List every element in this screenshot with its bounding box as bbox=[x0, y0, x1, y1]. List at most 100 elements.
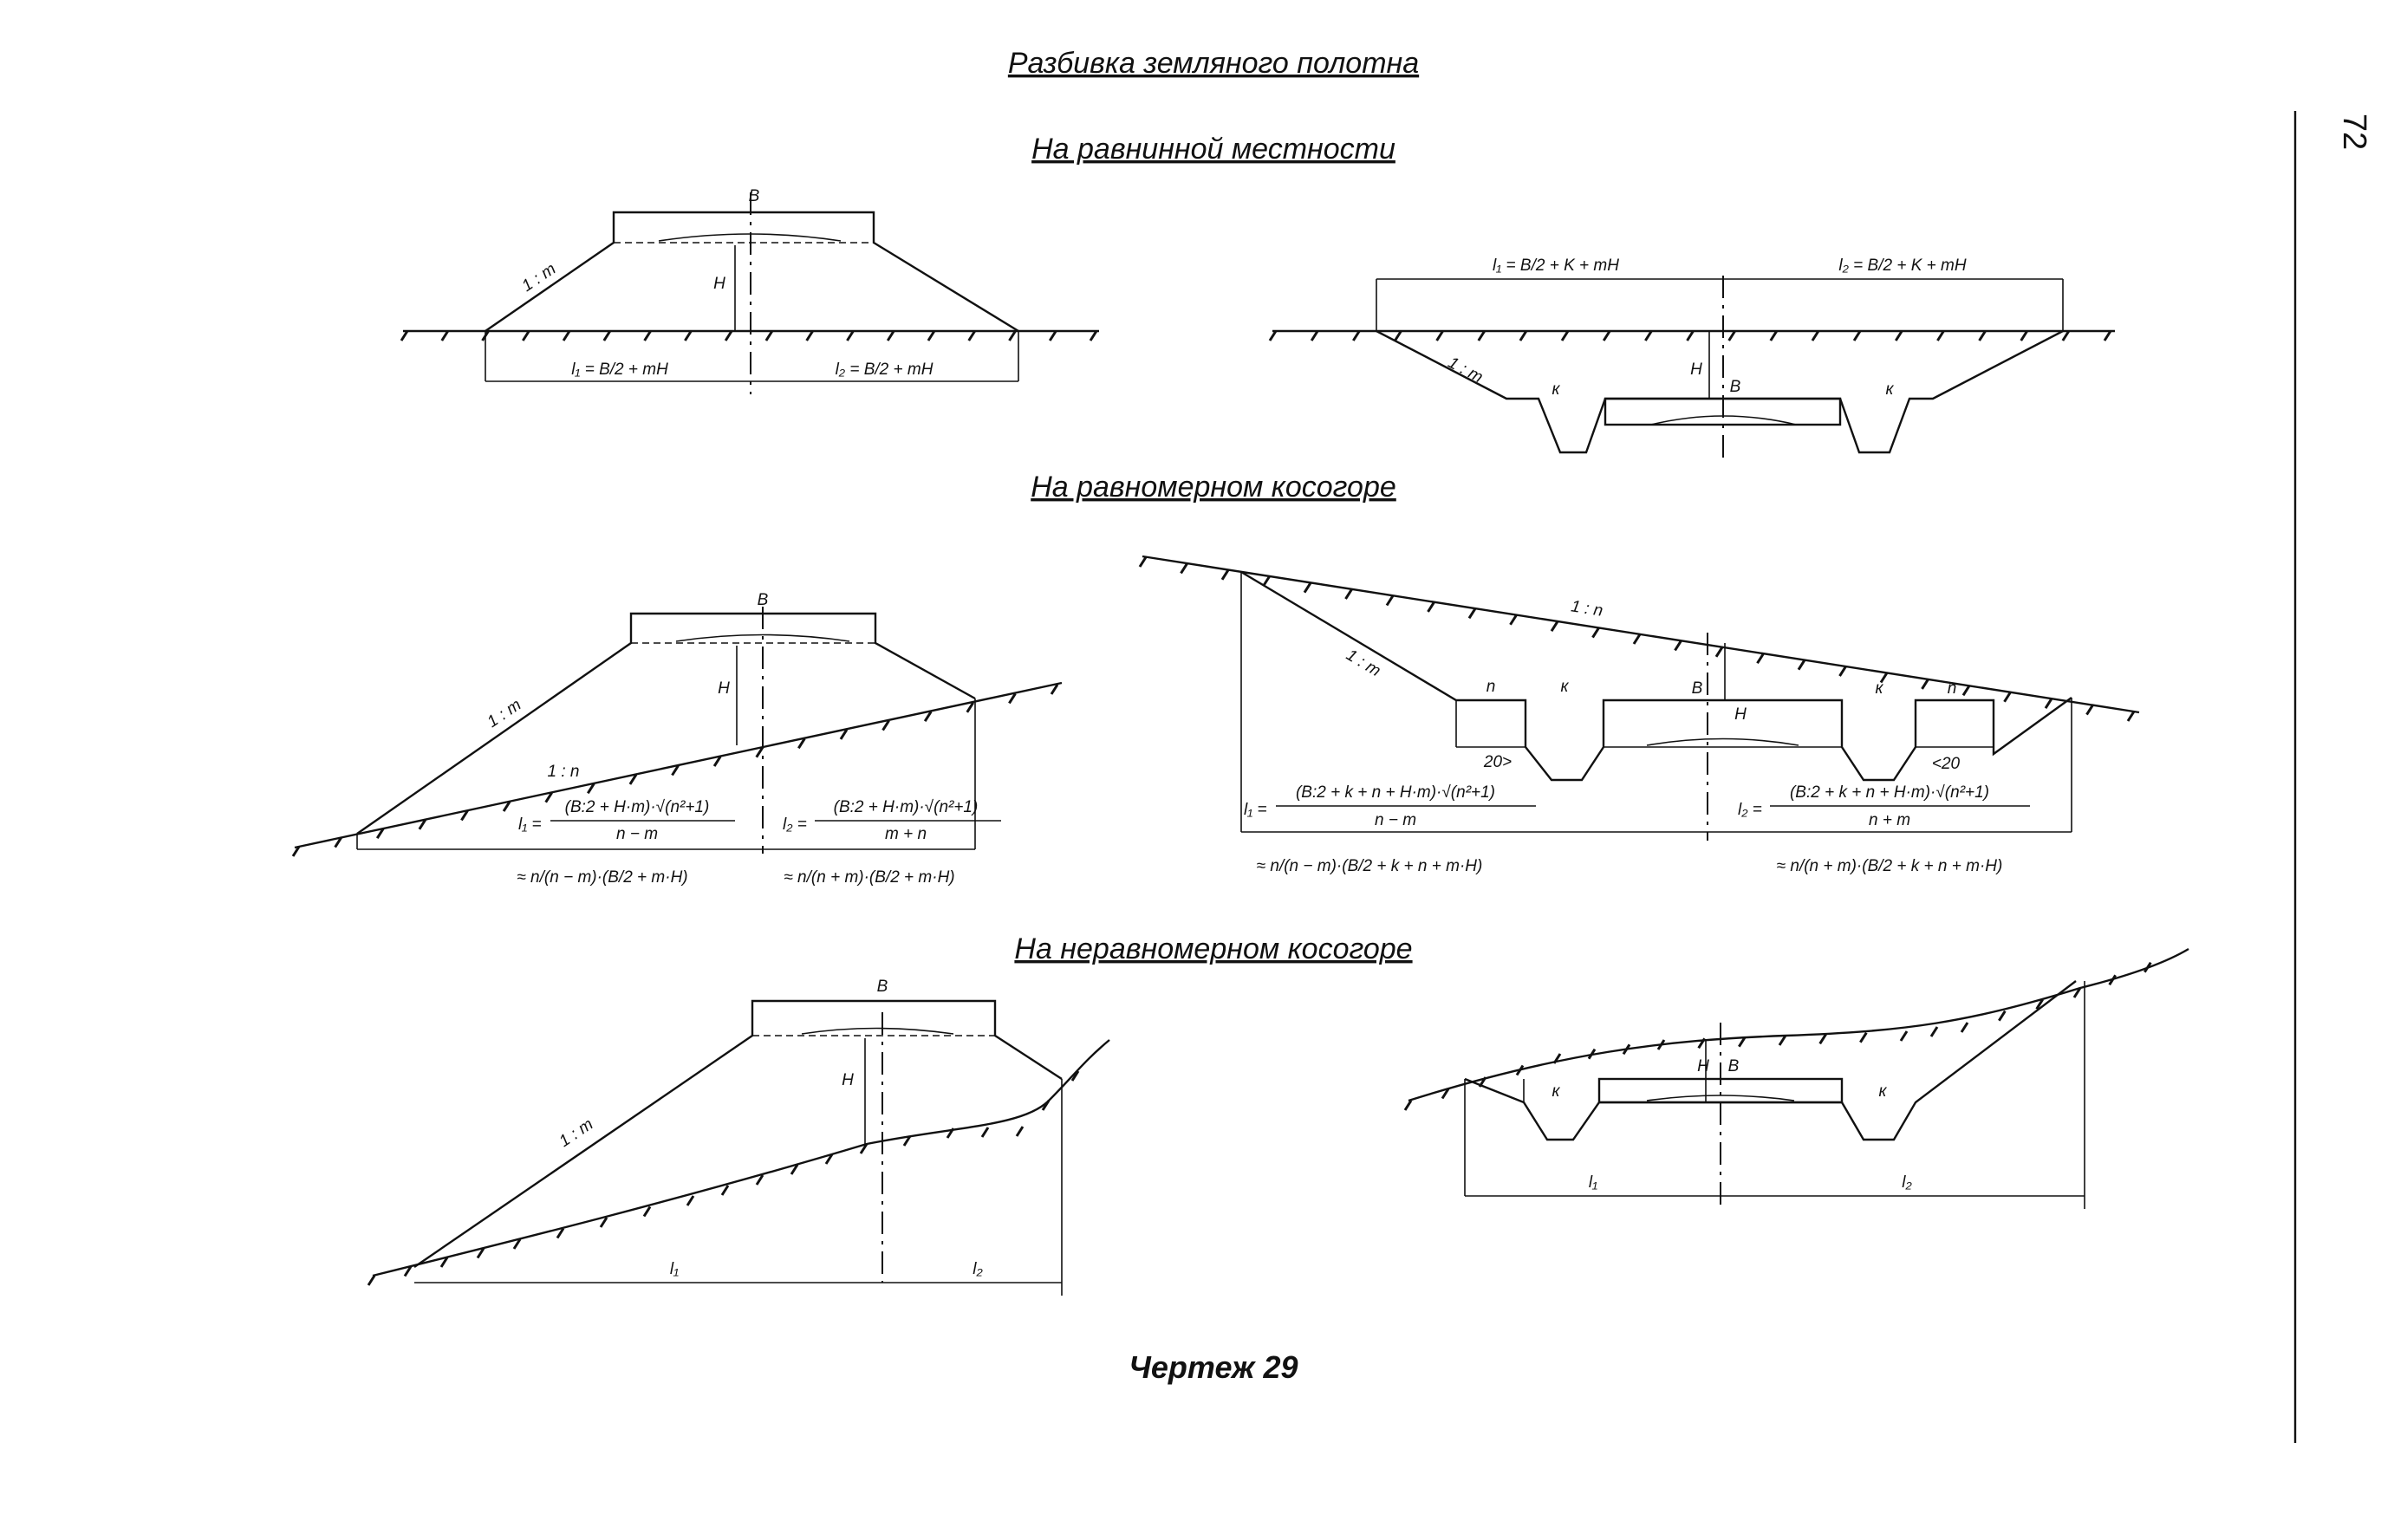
ground-line bbox=[372, 1039, 1110, 1277]
hatch-tick bbox=[1385, 595, 1395, 607]
hatch-tick bbox=[1769, 330, 1779, 341]
ground-line bbox=[1142, 555, 2140, 714]
label-l2: l₂ bbox=[1902, 1173, 1912, 1192]
ground-line bbox=[1408, 947, 2189, 1102]
diagram-slope-embankment: B H 1 : m 1 : n l₁ = (B:2 + H·m)·√(n²+1)… bbox=[291, 591, 1063, 887]
hatch-tick bbox=[375, 828, 385, 840]
hatch-tick bbox=[418, 819, 427, 830]
hatch-tick bbox=[1714, 647, 1724, 658]
label-B: B bbox=[1728, 1057, 1740, 1075]
hatch-tick bbox=[1686, 330, 1695, 341]
hatch-tick bbox=[1656, 1039, 1666, 1050]
label-H: H bbox=[713, 275, 725, 293]
hatch-tick bbox=[1738, 1036, 1747, 1048]
hatch-tick bbox=[2044, 698, 2053, 709]
label-k-left: к bbox=[1552, 380, 1561, 399]
ground-hatching bbox=[400, 330, 1098, 341]
hatch-tick bbox=[587, 783, 595, 795]
section-title-nonuniform-slope: На неравномерном косогоре bbox=[1014, 932, 1412, 965]
hatch-tick bbox=[512, 1238, 522, 1250]
label-l1: l₁ bbox=[670, 1260, 679, 1278]
hatch-tick bbox=[797, 738, 806, 750]
hatch-tick bbox=[2072, 987, 2082, 998]
hatch-tick bbox=[1352, 330, 1361, 341]
section-title-flat: На равнинной местности bbox=[1031, 133, 1395, 166]
formula-l2-denominator: n + m bbox=[1869, 811, 1910, 829]
page-number: 72 bbox=[2336, 114, 2372, 150]
drawing-title: Разбивка земляного полотна bbox=[1008, 47, 1419, 80]
formula-l2: l₂ = B/2 + mH bbox=[836, 361, 934, 379]
formula-l1-approx: ≈ n/(n − m)·(B/2 + k + n + m·H) bbox=[1257, 857, 1483, 875]
hatch-tick bbox=[1008, 330, 1017, 341]
road-crown-arc bbox=[801, 1027, 954, 1035]
hatch-tick bbox=[367, 1275, 376, 1286]
label-slope-m: 1 : m bbox=[485, 696, 525, 731]
hatch-tick bbox=[1560, 330, 1570, 341]
hatch-tick bbox=[2035, 998, 2044, 1010]
hatch-tick bbox=[846, 330, 855, 341]
label-H: H bbox=[1690, 361, 1702, 379]
hatch-tick bbox=[1644, 330, 1653, 341]
label-n-left: n bbox=[1486, 678, 1496, 696]
formula-l1: l₁ = B/2 + K + mH bbox=[1493, 257, 1619, 275]
hatch-tick bbox=[720, 1185, 730, 1196]
hatch-tick bbox=[2061, 330, 2071, 341]
hatch-tick bbox=[755, 746, 764, 758]
hatch-tick bbox=[686, 1195, 695, 1206]
road-crown-arc bbox=[1646, 1095, 1795, 1101]
hatch-tick bbox=[1632, 634, 1642, 645]
ground-line bbox=[294, 681, 1063, 849]
hatch-tick bbox=[923, 711, 933, 722]
label-slope-m: 1 : m bbox=[1343, 646, 1383, 680]
hatch-tick bbox=[1894, 330, 1903, 341]
road-crown-arc bbox=[675, 634, 850, 642]
label-B: B bbox=[758, 591, 769, 609]
section-title-uniform-slope: На равномерном косогоре bbox=[1031, 471, 1396, 504]
hatch-tick bbox=[967, 330, 976, 341]
hatch-tick bbox=[2020, 330, 2028, 341]
hatch-tick bbox=[1811, 330, 1820, 341]
cutting-outline bbox=[1376, 329, 2064, 454]
formula-l2-approx: ≈ n/(n + m)·(B/2 + k + n + m·H) bbox=[1777, 857, 2003, 875]
label-n-right: n bbox=[1948, 679, 1957, 698]
hatch-tick bbox=[1552, 1053, 1562, 1064]
hatch-tick bbox=[1998, 1010, 2007, 1022]
hatch-tick bbox=[602, 330, 612, 341]
formula-l1-numerator: (B:2 + k + n + H·m)·√(n²+1) bbox=[1296, 783, 1495, 802]
hatch-tick bbox=[2126, 711, 2136, 722]
hatch-tick bbox=[1838, 666, 1847, 677]
hatch-tick bbox=[2108, 974, 2117, 986]
hatch-tick bbox=[1921, 679, 1929, 690]
label-H: H bbox=[718, 679, 730, 698]
hatch-tick bbox=[755, 1174, 764, 1186]
hatch-tick bbox=[544, 791, 553, 803]
hatch-tick bbox=[1697, 1037, 1706, 1049]
hatch-tick bbox=[1089, 330, 1098, 341]
hatch-tick bbox=[824, 1153, 834, 1165]
formula-l1-approx: ≈ n/(n − m)·(B/2 + m·H) bbox=[517, 868, 687, 887]
hatch-tick bbox=[881, 719, 890, 731]
hatch-tick bbox=[859, 1143, 868, 1154]
formula-l2-numerator: (B:2 + H·m)·√(n²+1) bbox=[834, 798, 979, 816]
hatch-tick bbox=[440, 330, 450, 341]
embankment-outline bbox=[356, 612, 976, 835]
diagram-nonuniform-cutting: H B к к l₁ l₂ bbox=[1403, 947, 2189, 1209]
label-k-left: к bbox=[1552, 1082, 1561, 1101]
hatch-tick bbox=[1859, 1031, 1868, 1043]
cutting-outline bbox=[1240, 570, 2072, 782]
hatch-tick bbox=[1515, 1064, 1525, 1076]
formula-l1: l₁ = B/2 + mH bbox=[571, 361, 668, 379]
hatch-tick bbox=[1180, 562, 1188, 575]
hatch-tick bbox=[805, 330, 814, 341]
hatch-tick bbox=[1477, 330, 1486, 341]
hatch-tick bbox=[403, 1265, 413, 1277]
hatch-tick bbox=[1591, 627, 1600, 639]
label-B: B bbox=[749, 187, 760, 205]
hatch-tick bbox=[927, 330, 936, 341]
hatch-tick bbox=[2103, 330, 2112, 341]
hatch-tick bbox=[1978, 330, 1987, 341]
hatch-tick bbox=[790, 1164, 799, 1175]
hatch-tick bbox=[1403, 1100, 1413, 1111]
hatch-tick bbox=[724, 330, 733, 341]
